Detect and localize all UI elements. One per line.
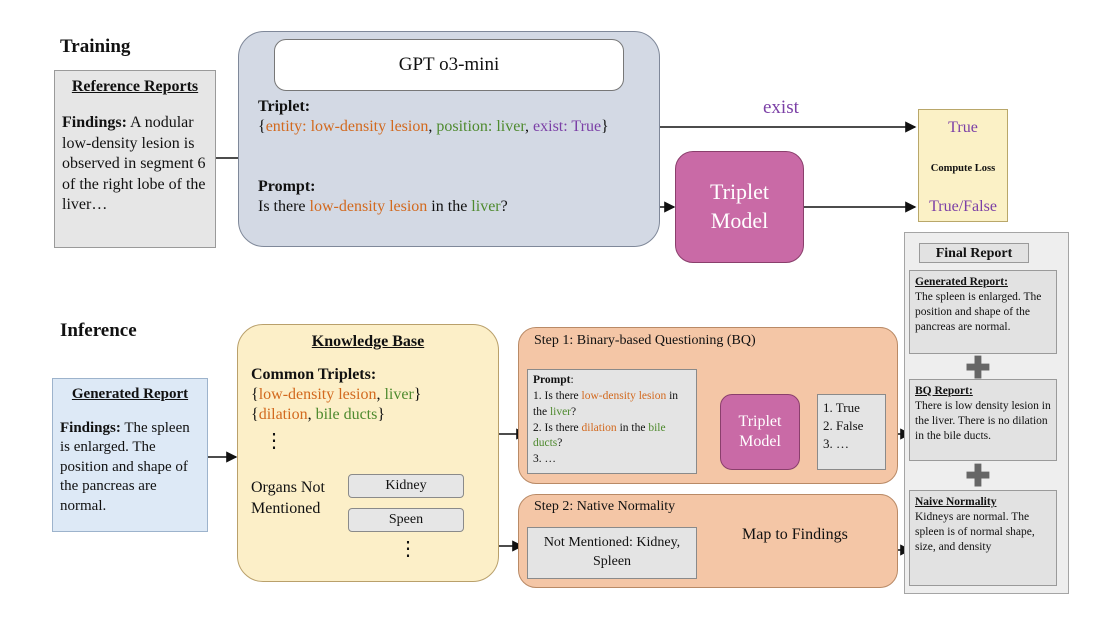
organs-not-mentioned-label: Organs Not Mentioned <box>251 479 325 517</box>
prompt-entity: low-density lesion <box>309 198 428 215</box>
triplet-entity: entity: low-density lesion <box>265 118 429 135</box>
final-generated-text: The spleen is enlarged. The position and… <box>915 290 1042 333</box>
bq-q2-mid: in the <box>616 421 649 434</box>
triplet-exist: exist: True <box>533 118 602 135</box>
reference-reports-heading: Reference Reports <box>71 78 199 95</box>
prompt-pre: Is there <box>258 198 310 215</box>
bq-question-3: 3. … <box>533 453 556 466</box>
kb-t1-open: { <box>251 386 259 403</box>
final-bq-section: BQ Report: There is low density lesion i… <box>909 379 1057 461</box>
loss-true-false: True/False <box>929 198 997 215</box>
loss-label: Compute Loss <box>930 163 996 174</box>
reference-reports-box: Reference Reports Findings: A nodular lo… <box>54 70 216 248</box>
bq-prompt-box: Prompt: 1. Is there low-density lesion i… <box>527 369 697 474</box>
triplet-label: Triplet: <box>258 98 311 115</box>
compute-loss-box: True Compute Loss True/False <box>918 109 1008 222</box>
kb-t1-sep: , <box>376 386 385 403</box>
bq-q1-pre: 1. Is there <box>533 389 582 402</box>
prompt-post: ? <box>500 198 508 215</box>
triplet-text: {entity: low-density lesion, position: l… <box>258 118 609 136</box>
triplet-close-brace: } <box>601 118 609 135</box>
triplet-model-training: Triplet Model <box>675 151 804 263</box>
gpt-model-box: GPT o3-mini <box>274 39 624 91</box>
kb-t1-organ: liver <box>384 386 414 403</box>
kb-t2-close: } <box>377 406 386 423</box>
bq-answers-box: 1. True 2. False 3. … <box>817 394 886 470</box>
kb-t1-close: } <box>413 386 422 403</box>
reference-findings-label: Findings: <box>62 114 127 132</box>
bq-q2-pre: 2. Is there <box>533 421 582 434</box>
map-to-findings-label: Map to Findings <box>742 526 848 543</box>
organ-kidney: Kidney <box>348 474 464 498</box>
bq-question-2: 2. Is there dilation in the bile ducts? <box>533 421 691 453</box>
not-mentioned-box: Not Mentioned: Kidney, Spleen <box>527 527 697 579</box>
bq-q1-mid: in the <box>533 389 679 418</box>
kb-triplet-2: {dilation, bile ducts} <box>251 406 385 424</box>
kb-t2-open: { <box>251 406 259 423</box>
loss-true: True <box>948 119 978 136</box>
triplet-sep1: , <box>428 118 437 135</box>
final-bq-text: There is low density lesion in the liver… <box>915 399 1051 442</box>
bq-prompt-label: Prompt <box>533 374 571 386</box>
inference-title: Inference <box>60 320 137 341</box>
generated-report-box: Generated Report Findings: The spleen is… <box>52 378 208 532</box>
triplet-model-inference: Triplet Model <box>720 394 800 470</box>
organ-speen: Speen <box>348 508 464 532</box>
plus-icon: ✚ <box>965 352 991 385</box>
bq-q2-post: ? <box>557 437 563 450</box>
kb-t2-sep: , <box>307 406 316 423</box>
triplet-open-brace: { <box>258 118 266 135</box>
step1-title: Step 1: Binary-based Questioning (BQ) <box>534 333 756 348</box>
knowledge-base-panel <box>237 324 499 582</box>
triplet-position: position: liver <box>436 118 526 135</box>
prompt-organ: liver <box>471 198 501 215</box>
bq-answer-3: 3. … <box>823 436 849 452</box>
reference-findings: Findings: A nodular low-density lesion i… <box>62 113 208 215</box>
prompt-label: Prompt: <box>258 178 316 195</box>
plus-icon: ✚ <box>965 460 991 493</box>
knowledge-base-heading: Knowledge Base <box>311 333 425 350</box>
bq-q1-organ: liver <box>549 405 572 418</box>
bq-answer-1: 1. True <box>823 400 860 415</box>
common-triplets-label: Common Triplets: <box>251 366 377 383</box>
final-naive-text: Kidneys are normal. The spleen is of nor… <box>915 510 1035 553</box>
kb-t2-organ: bile ducts <box>315 406 378 423</box>
generated-findings: Findings: The spleen is enlarged. The po… <box>60 419 200 517</box>
step2-title: Step 2: Native Normality <box>534 499 676 514</box>
kb-t2-entity: dilation <box>258 406 308 423</box>
bq-q1-entity: low-density lesion <box>581 389 667 402</box>
exist-label: exist <box>763 97 799 118</box>
bq-q2-entity: dilation <box>581 421 617 434</box>
prompt-mid: in the <box>427 198 472 215</box>
final-generated-section: Generated Report: The spleen is enlarged… <box>909 270 1057 354</box>
generated-report-heading: Generated Report <box>71 386 189 402</box>
final-naive-section: Naive Normality Kidneys are normal. The … <box>909 490 1057 586</box>
generated-findings-label: Findings: <box>60 419 121 436</box>
kb-t1-entity: low-density lesion <box>258 386 377 403</box>
bq-prompt-title: Prompt: <box>533 373 691 389</box>
bq-question-1: 1. Is there low-density lesion in the li… <box>533 389 691 421</box>
prompt-text: Is there low-density lesion in the liver… <box>258 198 508 216</box>
final-bq-heading: BQ Report: <box>915 385 973 397</box>
reference-findings-text: A nodular low-density lesion is observed… <box>62 114 206 214</box>
final-report-title: Final Report <box>919 243 1029 263</box>
bq-answer-2: 2. False <box>823 418 864 434</box>
final-generated-heading: Generated Report: <box>915 276 1008 288</box>
bq-q1-post: ? <box>571 405 577 418</box>
kb-ellipsis: ⋮ <box>264 430 284 452</box>
bq-q2-organ: bile ducts <box>533 421 666 450</box>
bq-prompt-colon: : <box>570 374 574 386</box>
generated-findings-text: The spleen is enlarged. The position and… <box>60 419 190 514</box>
final-naive-heading: Naive Normality <box>915 496 997 508</box>
triplet-sep2: , <box>525 118 534 135</box>
kb-triplet-1: {low-density lesion, liver} <box>251 386 421 404</box>
organs-ellipsis: ⋮ <box>398 538 418 560</box>
training-title: Training <box>60 36 131 57</box>
